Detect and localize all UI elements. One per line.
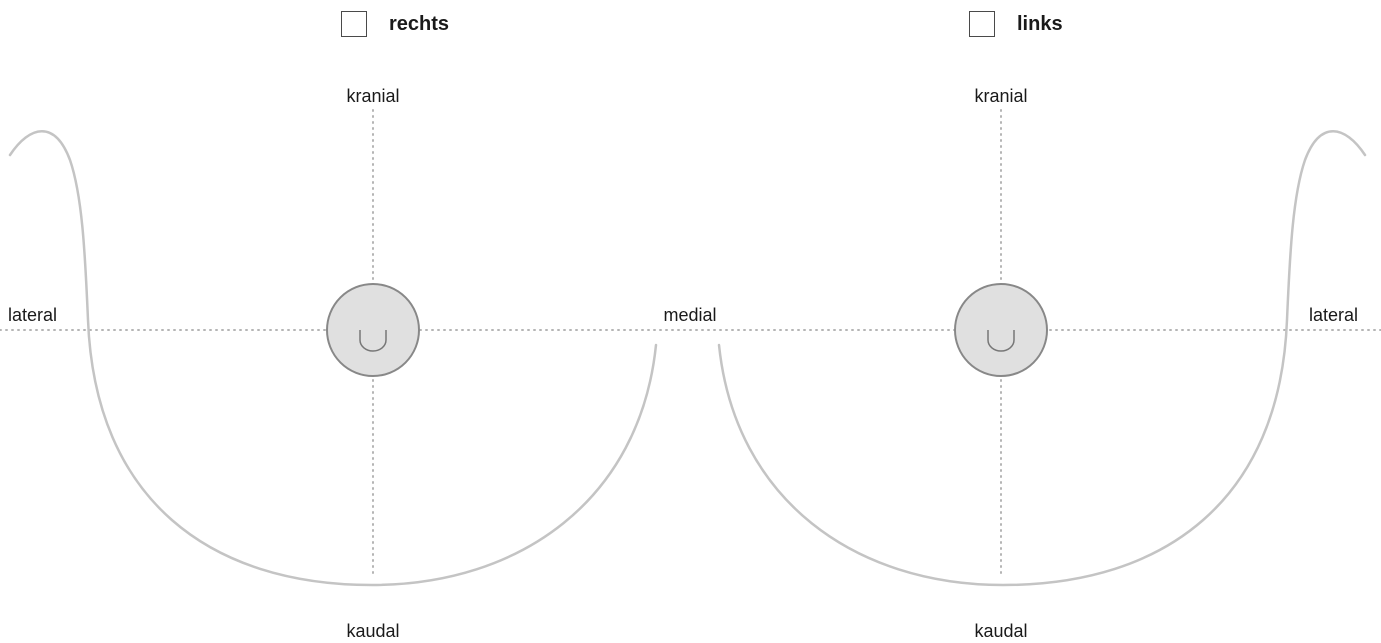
- label-medial: medial: [659, 304, 721, 326]
- label-kaudal-right: kaudal: [346, 621, 400, 641]
- checkbox-rechts[interactable]: [341, 11, 367, 37]
- label-kranial-left: kranial: [974, 86, 1028, 106]
- checkbox-links[interactable]: [969, 11, 995, 37]
- breast-outline-right: [8, 130, 658, 587]
- nipple-right: [326, 283, 420, 377]
- label-lateral-left: lateral: [1305, 304, 1359, 326]
- checkbox-label-links: links: [1017, 13, 1063, 35]
- nipple-left: [954, 283, 1048, 377]
- checkbox-label-rechts: rechts: [389, 13, 450, 35]
- label-kranial-right: kranial: [346, 86, 400, 106]
- label-kaudal-left: kaudal: [974, 621, 1028, 641]
- nipple-mark-right: [359, 330, 387, 352]
- label-lateral-right: lateral: [8, 304, 62, 326]
- breast-outline-left: [717, 130, 1367, 587]
- nipple-mark-left: [987, 330, 1015, 352]
